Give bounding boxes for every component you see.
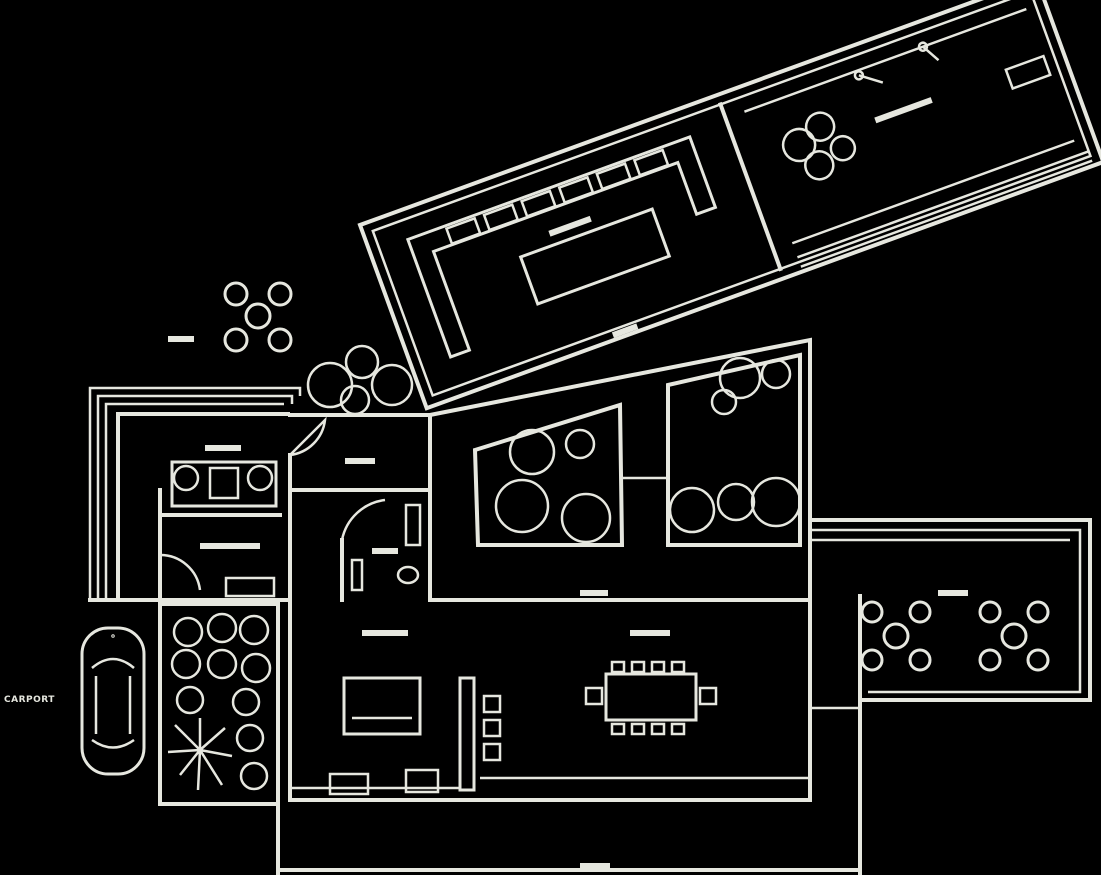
left-wing-border-outer [88, 386, 302, 600]
car-rear-window [91, 738, 135, 749]
garden-shrubs [170, 612, 272, 791]
living-dining [276, 594, 862, 875]
entry-bath [288, 413, 432, 602]
bath-shelf [404, 503, 422, 547]
living-sofa [342, 676, 422, 736]
entry-garden [168, 281, 414, 416]
deck-outline-inner [810, 528, 1082, 694]
garden-palm [167, 718, 233, 791]
deck-table-2 [978, 600, 1050, 672]
north-room-label-mark [874, 97, 933, 124]
bar-stool-2 [482, 718, 502, 738]
carport-area: CARPORT [4, 626, 146, 776]
bedroom-door-swing [289, 416, 327, 457]
bath-vanity [350, 558, 364, 592]
car [80, 626, 146, 776]
toilet [396, 565, 420, 585]
deck-table-1 [860, 600, 932, 672]
car-doors [94, 676, 132, 734]
deck-label-mark [938, 590, 968, 596]
bedroom-outer-wall [116, 412, 290, 602]
north-wing [357, 0, 1101, 411]
dining-chairs [584, 660, 718, 736]
north-wing-outline [357, 0, 1101, 411]
car-body [80, 626, 146, 776]
flower-table [223, 281, 293, 353]
north-room-plant [781, 111, 857, 181]
living-label-mark [362, 630, 408, 636]
north-room-lamps [853, 41, 940, 84]
pillow-left [172, 464, 200, 492]
bed [170, 460, 278, 508]
east-deck [808, 518, 1092, 710]
entry-label-mark [345, 458, 375, 464]
left-wing [88, 386, 327, 602]
bar-stool-1 [482, 694, 502, 714]
bed-blanket [208, 466, 240, 500]
kitchen-sink [328, 772, 370, 796]
pillow-right [246, 464, 274, 492]
lounge-label-mark [548, 215, 592, 237]
car-windshield [91, 657, 135, 669]
kitchen-island [458, 676, 476, 792]
terrace-strips [797, 150, 1093, 268]
north-room-desk [1004, 54, 1052, 91]
coffee-table [518, 207, 672, 306]
lounge-door-mark [611, 323, 639, 338]
car-badge [111, 634, 115, 638]
courtyards [427, 337, 812, 602]
carport-label: CARPORT [4, 695, 55, 705]
terrace-label-mark [580, 863, 610, 869]
courtyard-planter-right [666, 352, 802, 547]
kitchen-range [404, 768, 440, 794]
north-wing-inner [371, 0, 1093, 398]
sofa-cushions [444, 148, 670, 246]
left-wing-border-inner [104, 402, 284, 600]
bath-door-swing [340, 498, 386, 541]
courtyard-planter-left [472, 402, 625, 547]
entry-shrubs [306, 344, 414, 416]
left-wing-border-mid [96, 394, 294, 600]
north-wing-partition [717, 101, 783, 272]
bar-stool-3 [482, 742, 502, 762]
bedroom-label-mark [205, 445, 241, 451]
courtyard-outer [427, 337, 812, 602]
bath-label-mark [372, 548, 398, 554]
garden-label-mark [168, 336, 194, 342]
closet-door-swing [159, 553, 202, 591]
garden-strip [158, 602, 280, 806]
courtyard-trees-left [494, 428, 612, 544]
courtyard-trees-right [668, 356, 802, 534]
dining-table [604, 672, 698, 722]
closet-shelf [224, 576, 276, 598]
sectional-sofa [405, 134, 718, 359]
deck-outline [808, 518, 1092, 702]
north-room-window-lines [744, 7, 1075, 245]
courtyard-door-mark [580, 590, 608, 596]
dining-label-mark [630, 630, 670, 636]
closet-label-mark [200, 543, 260, 549]
